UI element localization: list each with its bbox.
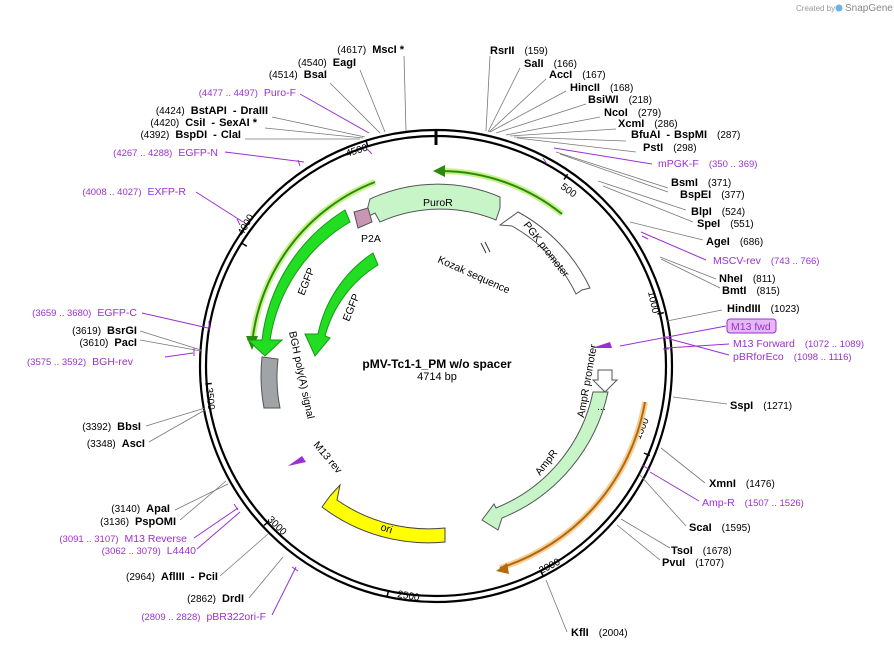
site-salI[interactable]: SalI(166) xyxy=(524,58,577,70)
feature-kozak: Kozak sequence xyxy=(436,241,512,297)
site-pacI[interactable]: (3610)PacI xyxy=(79,337,137,349)
feature-egfp-2[interactable]: EGFP xyxy=(304,252,379,357)
enzymes-right: RsrII(159) SalI(166) AccI(167) HincII(16… xyxy=(490,45,800,639)
feature-puror[interactable]: PuroR xyxy=(364,183,501,223)
site-tsoI[interactable]: TsoI(1678) xyxy=(671,545,732,557)
site-apaI[interactable]: (3140)ApaI xyxy=(111,503,170,515)
site-blpI[interactable]: BlpI(524) xyxy=(691,206,745,218)
site-bsrGI[interactable]: (3619)BsrGI xyxy=(72,325,137,337)
site-speI[interactable]: SpeI(551) xyxy=(697,218,754,230)
tick-4500: 4500 xyxy=(345,142,370,159)
site-bsiWI[interactable]: BsiWI(218) xyxy=(588,94,652,106)
tick-3000: 3000 xyxy=(265,514,289,538)
primer-mpgk-f[interactable]: mPGK-F(350 .. 369) xyxy=(658,158,757,170)
primer-pbrforeco[interactable]: pBRforEco(1098 .. 1116) xyxy=(733,351,852,363)
primers-left: (4477 .. 4497)Puro-F (4267 .. 4288)EGFP-… xyxy=(27,87,296,623)
p2a-label: P2A xyxy=(361,233,381,245)
plasmid-name: pMV-Tc1-1_PM w/o spacer xyxy=(362,357,511,371)
primer-pbr322ori-f[interactable]: (2809 .. 2828)pBR322ori-F xyxy=(141,611,266,623)
site-ageI[interactable]: AgeI(686) xyxy=(706,236,763,248)
site-bbsI[interactable]: (3392)BbsI xyxy=(82,421,141,433)
site-ascI[interactable]: (3348)AscI xyxy=(87,438,145,450)
egfp-1-label: EGFP xyxy=(296,266,318,297)
site-pspOMI[interactable]: (3136)PspOMI xyxy=(100,516,176,528)
primer-bgh-rev[interactable]: (3575 .. 3592)BGH-rev xyxy=(27,356,134,368)
tick-3500: 3500 xyxy=(203,387,216,411)
site-drdI[interactable]: (2862)DrdI xyxy=(187,593,244,605)
primers-right: mPGK-F(350 .. 369) MSCV-rev(743 .. 766) … xyxy=(658,158,864,509)
primer-mscv-rev[interactable]: MSCV-rev(743 .. 766) xyxy=(713,255,819,267)
primer-egfp-c[interactable]: (3659 .. 3680)EGFP-C xyxy=(32,307,137,319)
site-pvuI[interactable]: PvuI(1707) xyxy=(662,557,724,569)
enzyme-leader-lines xyxy=(139,55,728,633)
site-bspDI-claI[interactable]: (4392)BspDI-ClaI xyxy=(140,129,241,141)
primer-egfp-n[interactable]: (4267 .. 4288)EGFP-N xyxy=(113,147,218,159)
site-bsmI[interactable]: BsmI(371) xyxy=(671,177,731,189)
site-pstI[interactable]: PstI(298) xyxy=(643,142,697,154)
feature-ampr-promoter[interactable]: AmpR promoter ... xyxy=(575,343,619,419)
site-hincII[interactable]: HincII(168) xyxy=(570,82,633,94)
site-bmtI[interactable]: BmtI(815) xyxy=(722,285,780,297)
site-sspI[interactable]: SspI(1271) xyxy=(730,400,792,412)
site-nheI[interactable]: NheI(811) xyxy=(719,273,775,285)
site-xcmI[interactable]: XcmI(286) xyxy=(618,118,678,130)
enzymes-top: (4617)MscI * (4540)EagI (4514)BsaI (4424… xyxy=(140,44,404,141)
feature-m13rev[interactable]: M13 rev xyxy=(288,439,345,477)
site-bsaI[interactable]: (4514)BsaI xyxy=(269,69,327,81)
svg-text:...: ... xyxy=(597,401,606,413)
primer-m13-reverse[interactable]: (3091 .. 3107)M13 Reverse xyxy=(59,533,187,545)
feature-ori[interactable]: ori xyxy=(321,483,446,544)
ticks xyxy=(205,140,664,598)
m13rev-label: M13 rev xyxy=(311,439,345,476)
tick-2500: 2500 xyxy=(396,589,420,604)
backbone-outer xyxy=(198,128,674,604)
site-accI[interactable]: AccI(167) xyxy=(549,69,606,81)
site-xmnI[interactable]: XmnI(1476) xyxy=(709,478,775,490)
snapgene-logo-icon xyxy=(835,4,843,12)
m13-fwd-marker xyxy=(592,342,612,348)
site-eagI[interactable]: (4540)EagI xyxy=(298,57,356,69)
m13-fwd-box xyxy=(726,318,777,334)
site-ncoI[interactable]: NcoI(279) xyxy=(604,107,661,119)
primer-leader-lines xyxy=(141,93,730,616)
primer-puro-f[interactable]: (4477 .. 4497)Puro-F xyxy=(199,87,296,99)
primer-exfp-r[interactable]: (4008 .. 4027)EXFP-R xyxy=(82,186,186,198)
enzymes-left: (2862)DrdI (2964)AflIII-PciI (3140)ApaI … xyxy=(72,325,244,605)
site-bspEI[interactable]: BspEI(377) xyxy=(680,189,745,201)
site-kflI[interactable]: KflI(2004) xyxy=(571,627,628,639)
puror-label: PuroR xyxy=(423,197,453,209)
kozak-label: Kozak sequence xyxy=(436,254,512,297)
plasmid-length: 4714 bp xyxy=(417,371,457,383)
primer-l4440[interactable]: (3062 .. 3079)L4440 xyxy=(102,545,197,557)
snapgene-brand: SnapGene xyxy=(845,3,893,14)
primer-amp-r[interactable]: Amp-R(1507 .. 1526) xyxy=(702,497,804,509)
tick-1000: 1000 xyxy=(645,290,660,314)
ori-label: ori xyxy=(379,521,394,536)
feature-p2a[interactable]: P2A xyxy=(353,207,381,245)
primer-m13-fwd[interactable]: M13 fwd xyxy=(731,321,771,333)
site-mscI[interactable]: (4617)MscI * xyxy=(337,44,404,56)
site-bfuAI-bspMI[interactable]: BfuAI-BspMI(287) xyxy=(631,129,740,141)
feature-pgk-promoter[interactable]: PGK promoter xyxy=(498,211,591,295)
primer-m13-forward[interactable]: M13 Forward(1072 .. 1089) xyxy=(733,338,864,350)
created-by-label: Created by xyxy=(796,4,835,13)
site-rsrII[interactable]: RsrII(159) xyxy=(490,45,548,57)
site-bstAPI-draIII[interactable]: (4424)BstAPI-DraIII xyxy=(156,105,268,117)
site-csiI-sexAI[interactable]: (4420)CsiI-SexAI * xyxy=(150,117,257,129)
site-hindIII[interactable]: HindIII(1023) xyxy=(727,303,800,315)
site-scaI[interactable]: ScaI(1595) xyxy=(689,522,751,534)
site-aflIII-pciI[interactable]: (2964)AflIII-PciI xyxy=(126,571,218,583)
